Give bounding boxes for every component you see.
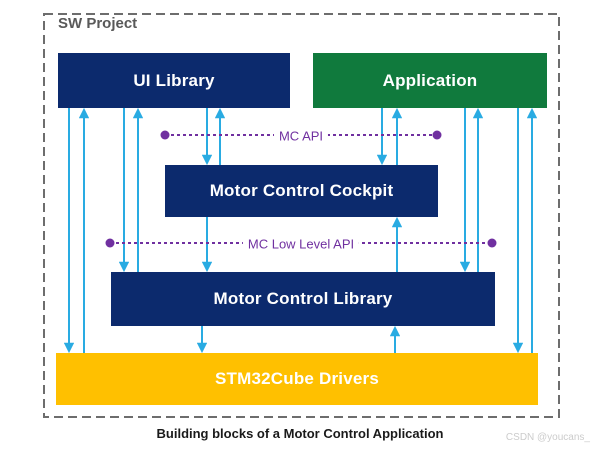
mc-low-level-api-label: MC Low Level API: [242, 236, 360, 252]
sw-project-title: SW Project: [58, 15, 138, 32]
stm32cube-drivers-box: STM32Cube Drivers: [56, 353, 538, 405]
watermark-text: CSDN @youcans_: [505, 432, 590, 443]
motor-control-library-label: Motor Control Library: [213, 289, 393, 308]
application-label: Application: [382, 70, 478, 90]
ui-library-label: UI Library: [133, 70, 215, 90]
mc-api-label: MC API: [273, 128, 329, 144]
mc-low-level-api-right-dot-icon: [487, 238, 497, 248]
motor-control-cockpit-label: Motor Control Cockpit: [209, 181, 394, 200]
motor-control-library-box: Motor Control Library: [111, 272, 495, 326]
stm32cube-drivers-label: STM32Cube Drivers: [214, 369, 379, 388]
ui-library-box: UI Library: [58, 53, 290, 108]
mc-low-level-api-left-dot-icon: [105, 238, 115, 248]
mc-api-right-dot-icon: [432, 130, 442, 140]
motor-control-cockpit-box: Motor Control Cockpit: [165, 165, 438, 217]
mc-api-left-dot-icon: [160, 130, 170, 140]
diagram-caption: Building blocks of a Motor Control Appli…: [156, 426, 444, 441]
application-box: Application: [313, 53, 547, 108]
